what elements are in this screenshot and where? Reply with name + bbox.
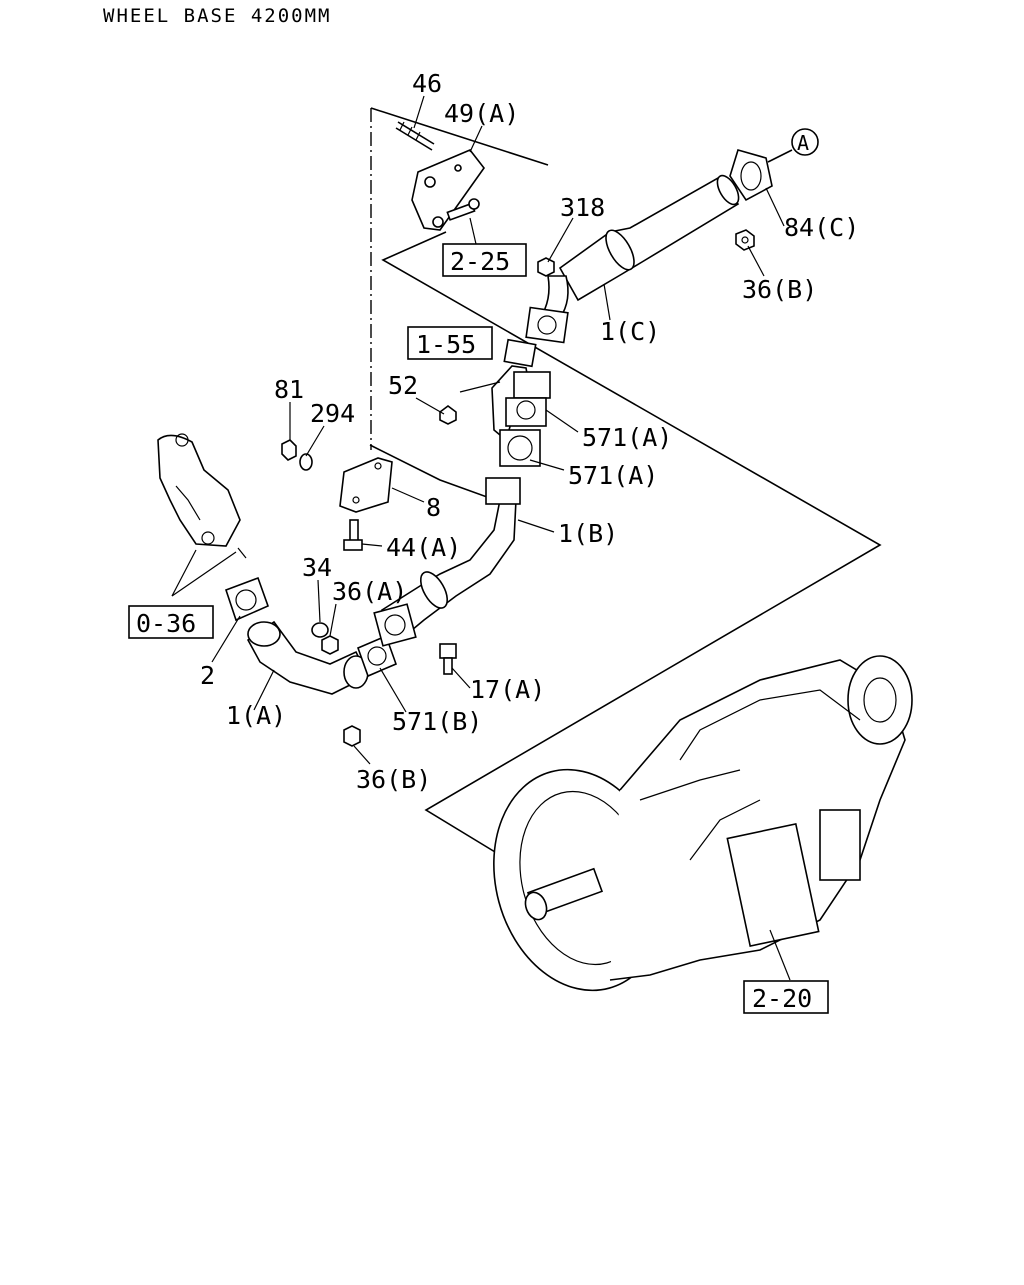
pipe-1a-icon[interactable] — [246, 620, 370, 695]
callout-52[interactable]: 52 — [388, 371, 418, 400]
callout-571a-1[interactable]: 571(A) — [582, 423, 672, 452]
nut-36b-top-icon[interactable] — [735, 229, 755, 251]
connector-a-icon: A — [767, 128, 819, 163]
washer-294-icon[interactable] — [299, 453, 313, 471]
callout-81[interactable]: 81 — [274, 375, 304, 404]
pipe-1c-icon[interactable] — [525, 172, 743, 344]
reference-2-20-label[interactable]: 2-20 — [752, 984, 812, 1013]
callout-36a[interactable]: 36(A) — [332, 577, 407, 606]
callout-1a[interactable]: 1(A) — [226, 701, 286, 730]
callout-49a[interactable]: 49(A) — [444, 99, 519, 128]
transmission-icon[interactable] — [470, 655, 913, 1010]
reference-1-55-label[interactable]: 1-55 — [416, 330, 476, 359]
callout-36b-bottom[interactable]: 36(B) — [356, 765, 431, 794]
nut-318-icon[interactable] — [537, 257, 555, 277]
bracket-49a-icon[interactable] — [411, 149, 485, 231]
nut-36b-bottom-icon[interactable] — [343, 725, 361, 747]
bolt-icon[interactable] — [446, 198, 480, 221]
callout-17a[interactable]: 17(A) — [470, 675, 545, 704]
callout-2[interactable]: 2 — [200, 661, 215, 690]
callout-8[interactable]: 8 — [426, 493, 441, 522]
exhaust-brake-assembly-icon[interactable] — [491, 338, 551, 467]
reference-1-55[interactable]: 1-55 — [407, 326, 493, 360]
gasket-571b-icon[interactable] — [356, 634, 398, 678]
gasket-84c-icon[interactable] — [729, 149, 773, 202]
callout-1b[interactable]: 1(B) — [558, 519, 618, 548]
nut-81-icon[interactable] — [281, 439, 297, 461]
bolt-17a-icon[interactable] — [439, 643, 457, 675]
callout-571a-2[interactable]: 571(A) — [568, 461, 658, 490]
connector-a-label: A — [797, 131, 809, 155]
washer-34-icon[interactable] — [311, 622, 329, 638]
gasket-2-icon[interactable] — [224, 576, 270, 622]
reference-2-20[interactable]: 2-20 — [743, 980, 829, 1014]
nut-52-icon[interactable] — [439, 405, 457, 425]
stud-46-icon[interactable] — [395, 121, 435, 151]
reference-0-36[interactable]: 0-36 — [128, 605, 214, 639]
callout-318[interactable]: 318 — [560, 193, 605, 222]
callout-labels: 46 49(A) 318 84(C) 36(B) 1(C) 52 81 294 … — [200, 69, 859, 794]
callout-84c[interactable]: 84(C) — [784, 213, 859, 242]
callout-46[interactable]: 46 — [412, 69, 442, 98]
callout-1c[interactable]: 1(C) — [600, 317, 660, 346]
nut-36a-icon[interactable] — [321, 635, 339, 655]
exhaust-manifold-icon[interactable] — [157, 433, 241, 547]
callout-571b[interactable]: 571(B) — [392, 707, 482, 736]
reference-2-25[interactable]: 2-25 — [442, 243, 527, 277]
callout-34[interactable]: 34 — [302, 553, 332, 582]
page-title: WHEEL BASE 4200MM — [103, 5, 331, 27]
leader-lines — [171, 95, 791, 981]
bracket-8-icon[interactable] — [339, 457, 393, 513]
callout-44a[interactable]: 44(A) — [386, 533, 461, 562]
callout-294[interactable]: 294 — [310, 399, 355, 428]
reference-2-25-label[interactable]: 2-25 — [450, 247, 510, 276]
small-pin-icon — [237, 547, 247, 559]
bolt-44a-icon[interactable] — [343, 519, 363, 551]
pipe-1b-icon[interactable] — [373, 477, 521, 647]
reference-0-36-label[interactable]: 0-36 — [136, 609, 196, 638]
callout-36b-top[interactable]: 36(B) — [742, 275, 817, 304]
